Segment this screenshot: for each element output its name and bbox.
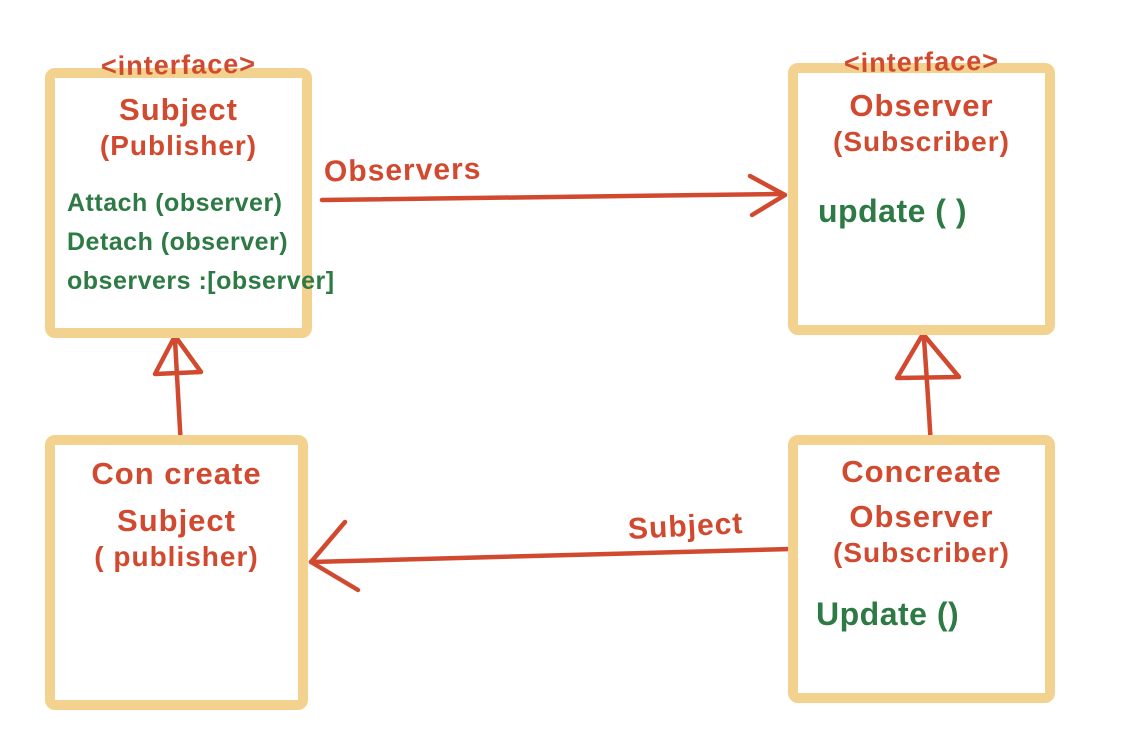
- stereotype-label: <interface>: [100, 48, 257, 82]
- class-alias: ( publisher): [94, 541, 259, 572]
- observers-arrow-label: Observers: [323, 152, 482, 189]
- class-alias: (Publisher): [99, 130, 258, 161]
- member-line: observers :[observer]: [67, 267, 335, 295]
- observers-arrowhead-icon: [747, 173, 788, 218]
- member-line: Attach (observer): [67, 189, 283, 217]
- class-name-line2: Observer: [849, 499, 994, 534]
- subject-arrowhead-icon: [308, 519, 361, 593]
- class-alias: (Subscriber): [833, 537, 1010, 568]
- subject-arrow-line: [308, 546, 794, 565]
- class-alias: (Subscriber): [833, 126, 1010, 157]
- member-line: Update (): [816, 596, 960, 632]
- inheritance-arrow-right: [894, 331, 962, 450]
- member-line: update ( ): [818, 193, 967, 229]
- inheritance-left-line: [172, 337, 184, 450]
- inheritance-right-line: [921, 336, 934, 450]
- member-list: Attach (observer) Detach (observer) obse…: [55, 184, 335, 301]
- class-box-observer-interface: <interface> Observer (Subscriber) update…: [788, 46, 1055, 335]
- stereotype-label: <interface>: [843, 45, 1000, 79]
- class-name-line2: Subject: [117, 503, 236, 538]
- subject-arrow-label: Subject: [627, 507, 745, 546]
- class-name: Concreate: [841, 454, 1002, 489]
- member-list: update ( ): [798, 192, 1045, 231]
- inheritance-left-triangle-icon: [152, 333, 204, 377]
- member-list: Update (): [798, 595, 1045, 634]
- inheritance-right-triangle-icon: [894, 331, 962, 381]
- class-box-subject-interface: <interface> Subject (Publisher) Attach (…: [45, 49, 335, 338]
- observers-arrow-line: [319, 191, 783, 203]
- class-box-concrete-observer: Concreate Observer (Subscriber) Update (…: [788, 435, 1055, 703]
- class-box-concrete-subject: Con create Subject ( publisher): [45, 435, 308, 710]
- class-name: Con create: [91, 456, 262, 491]
- member-line: Detach (observer): [67, 228, 289, 256]
- inheritance-arrow-left: [152, 333, 204, 450]
- class-name: Subject: [119, 92, 238, 127]
- class-name: Observer: [849, 88, 994, 123]
